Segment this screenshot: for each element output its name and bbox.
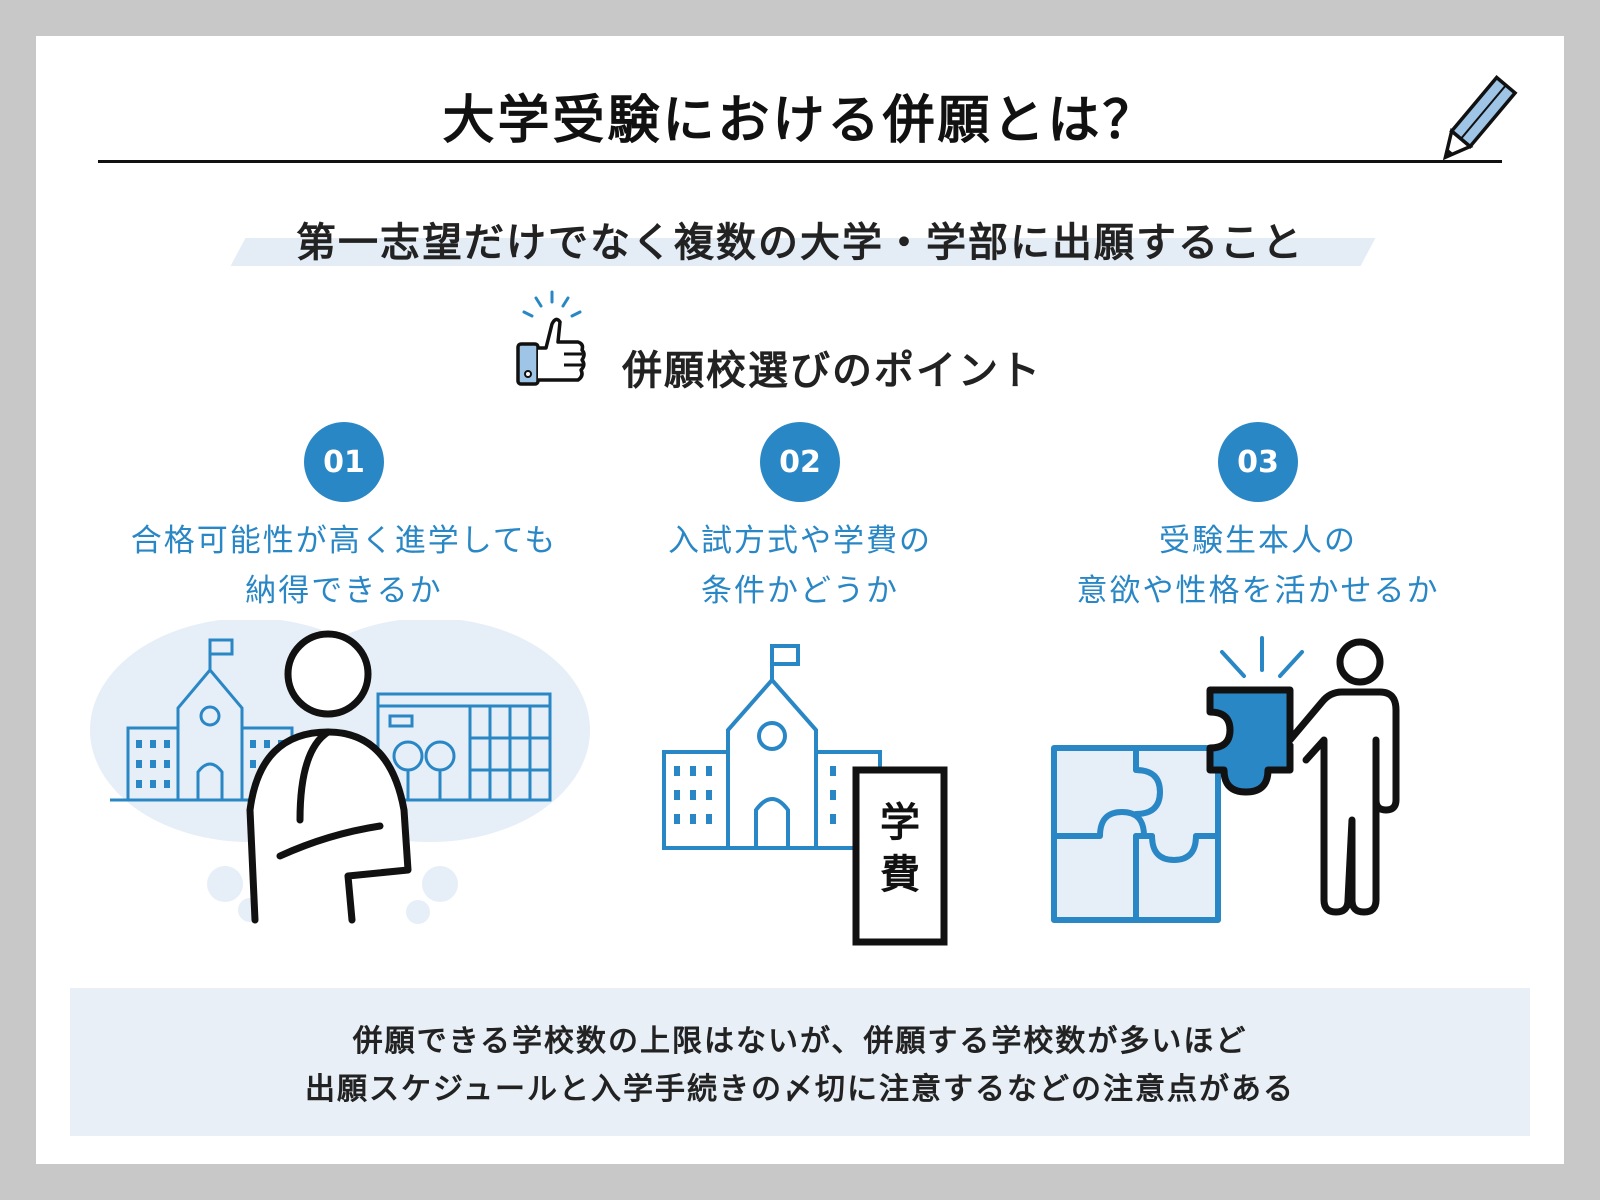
- point-number-1: 01: [304, 422, 384, 502]
- point-2-line-1: 入試方式や学費の: [668, 523, 932, 559]
- tuition-sign-char-1: 学: [880, 800, 920, 846]
- point-3-line-2: 意欲や性格を活かせるか: [1076, 573, 1440, 609]
- point-text-3: 受験生本人の 意欲や性格を活かせるか: [998, 516, 1518, 616]
- person-thinking-icon: [90, 620, 590, 924]
- point-1-line-1: 合格可能性が高く進学しても: [130, 523, 558, 559]
- points-heading: 併願校選びのポイント: [622, 348, 1042, 394]
- point-2-line-2: 条件かどうか: [701, 573, 899, 609]
- point-3-line-1: 受験生本人の: [1159, 523, 1357, 559]
- subtitle: 第一志望だけでなく複数の大学・学部に出願すること: [296, 220, 1304, 266]
- tuition-sign-char-2: 費: [880, 852, 920, 898]
- thumbs-up-icon: [516, 290, 586, 386]
- footer-line-1: 併願できる学校数の上限はないが、併願する学校数が多いほど: [352, 1024, 1248, 1059]
- point-1-line-2: 納得できるか: [245, 573, 443, 609]
- title-underline: [98, 160, 1502, 163]
- point-text-2: 入試方式や学費の 条件かどうか: [540, 516, 1060, 616]
- footer-note: 併願できる学校数の上限はないが、併願する学校数が多いほど 出願スケジュールと入学…: [0, 1018, 1600, 1114]
- infographic-card: [36, 36, 1564, 1164]
- footer-note-box: [70, 988, 1530, 1136]
- point-number-3: 03: [1218, 422, 1298, 502]
- point-text-1: 合格可能性が高く進学しても 納得できるか: [84, 516, 604, 616]
- footer-line-2: 出願スケジュールと入学手続きの〆切に注意するなどの注意点がある: [305, 1072, 1295, 1107]
- point-number-2: 02: [760, 422, 840, 502]
- school-icon: 学 費: [662, 644, 948, 946]
- puzzle-icon: [1051, 636, 1400, 923]
- pencil-icon: [1442, 75, 1518, 161]
- page-title: 大学受験における併願とは？: [442, 91, 1158, 151]
